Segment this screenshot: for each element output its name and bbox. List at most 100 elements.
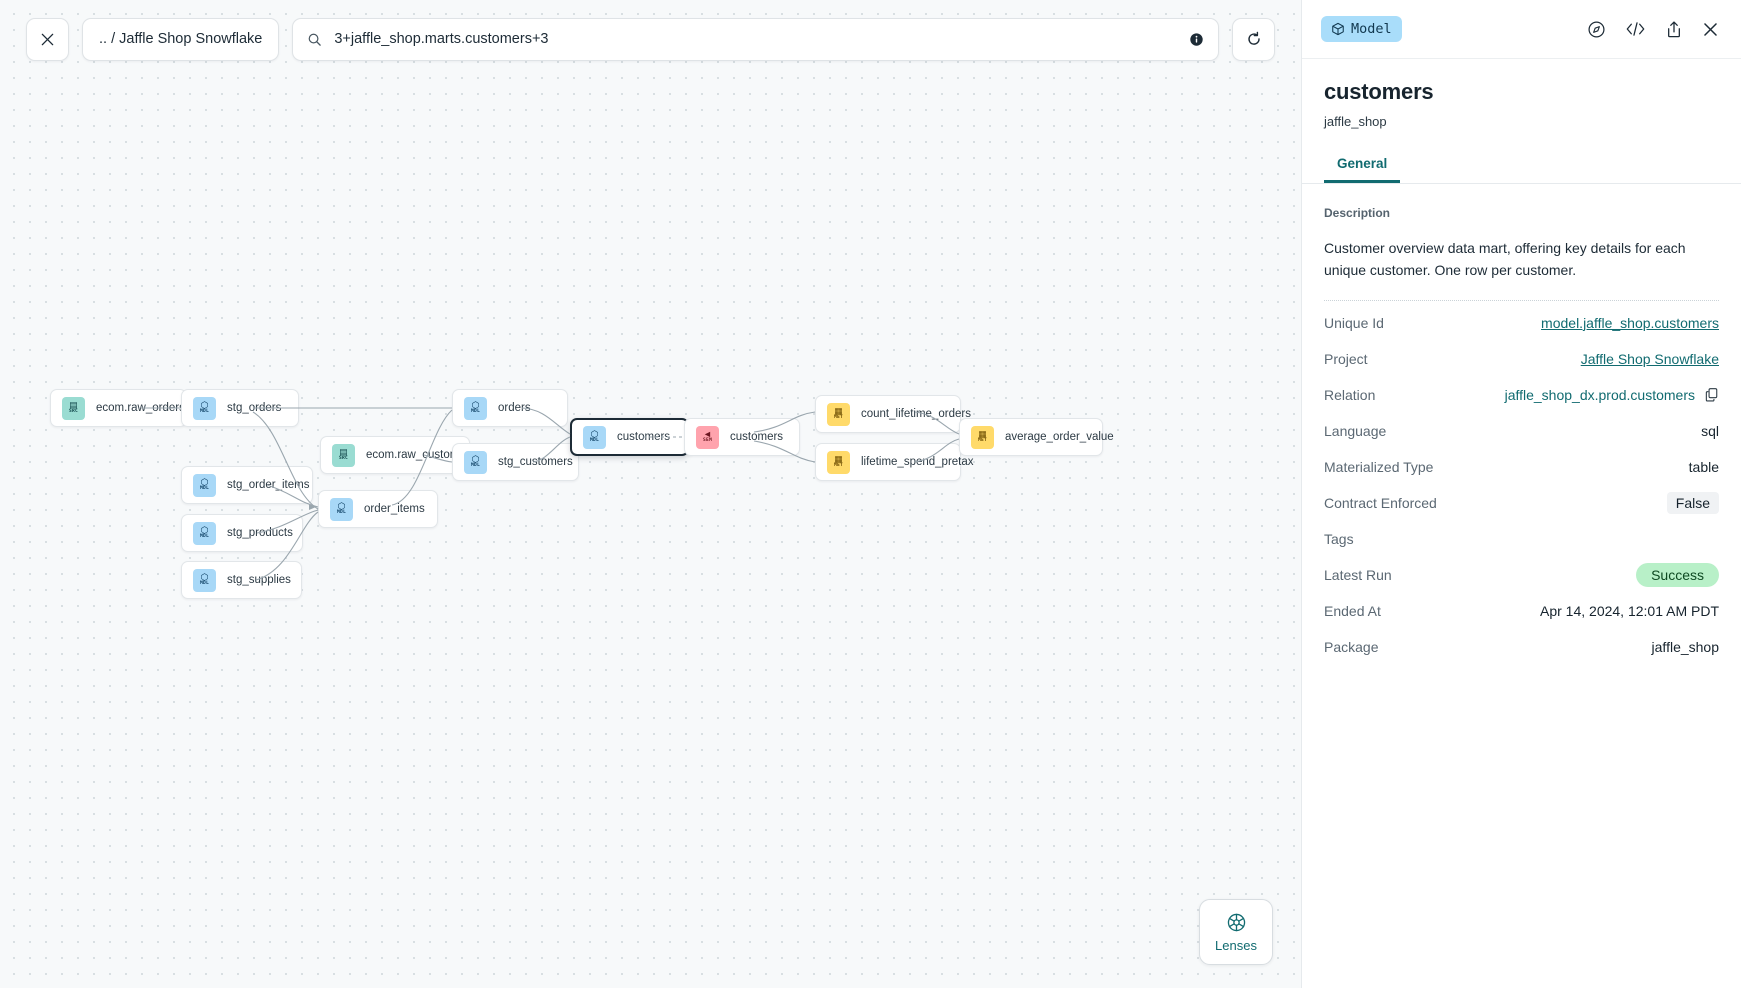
tab-general[interactable]: General	[1324, 156, 1401, 183]
resource-type-chip[interactable]: Model	[1321, 16, 1402, 42]
mdl-badge-icon: ⬡MDL	[464, 450, 487, 474]
copy-icon[interactable]	[1704, 387, 1719, 402]
mdl-badge-icon: ⬡MDL	[193, 568, 216, 592]
graph-node-label: customers	[730, 431, 784, 443]
sem-badge-icon: ◄SEM	[696, 425, 719, 449]
graph-node-label: stg_order_items	[227, 479, 310, 491]
search-input[interactable]: 3+jaffle_shop.marts.customers+3	[292, 17, 1219, 61]
met-badge-icon: ▦MET	[971, 425, 994, 449]
details-panel: Model	[1301, 0, 1741, 988]
refresh-icon	[1247, 31, 1260, 45]
share-icon[interactable]	[1665, 20, 1683, 39]
property-row: Unique Id model.jaffle_shop.customers	[1324, 305, 1719, 341]
property-row: Project Jaffle Shop Snowflake	[1324, 341, 1719, 377]
cube-icon	[1332, 22, 1344, 36]
property-value[interactable]: jaffle_shop_dx.prod.customers	[1504, 386, 1695, 403]
search-icon	[309, 33, 322, 46]
property-value: Apr 14, 2024, 12:01 AM PDT	[1540, 602, 1719, 619]
graph-node-label: orders	[498, 402, 531, 414]
mdl-badge-icon: ⬡MDL	[193, 396, 216, 420]
mdl-badge-icon: ⬡MDL	[464, 396, 487, 420]
search-value: 3+jaffle_shop.marts.customers+3	[334, 31, 549, 47]
tab-general-label: General	[1337, 156, 1388, 171]
met-badge-icon: ▦MET	[827, 450, 850, 474]
property-value-wrap: sql	[1701, 423, 1719, 439]
property-key: Unique Id	[1324, 314, 1384, 331]
property-row: Tags	[1324, 521, 1719, 557]
property-value: sql	[1701, 422, 1719, 439]
refresh-button[interactable]	[1232, 17, 1275, 61]
aperture-icon	[1227, 913, 1245, 931]
status-badge: Success	[1636, 562, 1719, 587]
graph-node-label: customers	[617, 431, 671, 443]
panel-toolbar: Model	[1302, 0, 1741, 59]
property-key: Contract Enforced	[1324, 494, 1437, 511]
close-icon[interactable]	[1702, 21, 1719, 38]
property-value[interactable]: model.jaffle_shop.customers	[1541, 314, 1719, 331]
property-key: Project	[1324, 350, 1368, 367]
property-value-wrap: jaffle_shop_dx.prod.customers	[1505, 387, 1719, 403]
panel-content: Description Customer overview data mart,…	[1302, 184, 1741, 988]
graph-node-orders[interactable]: ⬡MDL orders	[452, 389, 568, 427]
divider	[1324, 299, 1719, 301]
close-icon	[41, 33, 54, 45]
property-value[interactable]: Jaffle Shop Snowflake	[1580, 350, 1719, 367]
page-subtitle: jaffle_shop	[1324, 114, 1387, 129]
mdl-badge-icon: ⬡MDL	[193, 473, 216, 497]
property-value-wrap: table	[1689, 459, 1719, 475]
graph-node-stg_orders[interactable]: ⬡MDL stg_orders	[181, 389, 299, 427]
property-value-wrap: False	[1666, 491, 1719, 514]
lenses-button[interactable]: Lenses	[1199, 899, 1273, 965]
page-title: customers	[1324, 79, 1434, 104]
resource-type-label: Model	[1351, 21, 1392, 37]
graph-node-count_lifetime_orders[interactable]: ▦MET count_lifetime_orders	[815, 395, 971, 433]
description-text: Customer overview data mart, offering ke…	[1324, 240, 1686, 279]
property-value-wrap: Jaffle Shop Snowflake	[1581, 351, 1719, 367]
graph-node-label: stg_customers	[498, 456, 573, 468]
property-value: table	[1688, 458, 1719, 475]
property-value-wrap: model.jaffle_shop.customers	[1541, 315, 1719, 331]
graph-node-label: count_lifetime_orders	[861, 408, 971, 420]
description-label: Description	[1324, 206, 1391, 220]
property-value-wrap: jaffle_shop	[1652, 639, 1719, 655]
code-icon[interactable]	[1625, 20, 1646, 38]
mdl-badge-icon: ⬡MDL	[193, 521, 216, 545]
tab-bar: General	[1302, 156, 1741, 184]
met-badge-icon: ▦MET	[827, 402, 850, 426]
breadcrumb[interactable]: .. / Jaffle Shop Snowflake	[82, 17, 280, 61]
graph-node-customers_sem[interactable]: ◄SEM customers	[684, 418, 800, 456]
property-value-wrap: Success	[1636, 562, 1719, 587]
graph-node-stg_supplies[interactable]: ⬡MDL stg_supplies	[181, 561, 302, 599]
property-key: Package	[1324, 638, 1379, 655]
canvas-toolbar: .. / Jaffle Shop Snowflake 3+jaffle_shop…	[0, 0, 1301, 78]
graph-node-label: stg_supplies	[227, 574, 291, 586]
info-icon[interactable]	[1189, 32, 1204, 47]
property-key: Language	[1324, 422, 1387, 439]
src-badge-icon: ▤SRC	[332, 443, 355, 467]
property-row: Contract Enforced False	[1324, 485, 1719, 521]
lenses-label: Lenses	[1215, 937, 1257, 953]
property-row: Latest Run Success	[1324, 557, 1719, 593]
graph-node-stg_customers[interactable]: ⬡MDL stg_customers	[452, 443, 579, 481]
property-value-wrap: Apr 14, 2024, 12:01 AM PDT	[1540, 603, 1719, 619]
graph-node-label: stg_orders	[227, 402, 282, 414]
property-key: Tags	[1324, 530, 1354, 547]
graph-node-stg_order_items[interactable]: ⬡MDL stg_order_items	[181, 466, 313, 504]
src-badge-icon: ▤SRC	[62, 396, 85, 420]
close-button[interactable]	[26, 17, 69, 61]
compass-icon[interactable]	[1587, 20, 1606, 39]
panel-header: customers jaffle_shop	[1302, 59, 1741, 129]
property-value: False	[1666, 491, 1719, 514]
property-key: Latest Run	[1324, 566, 1392, 583]
